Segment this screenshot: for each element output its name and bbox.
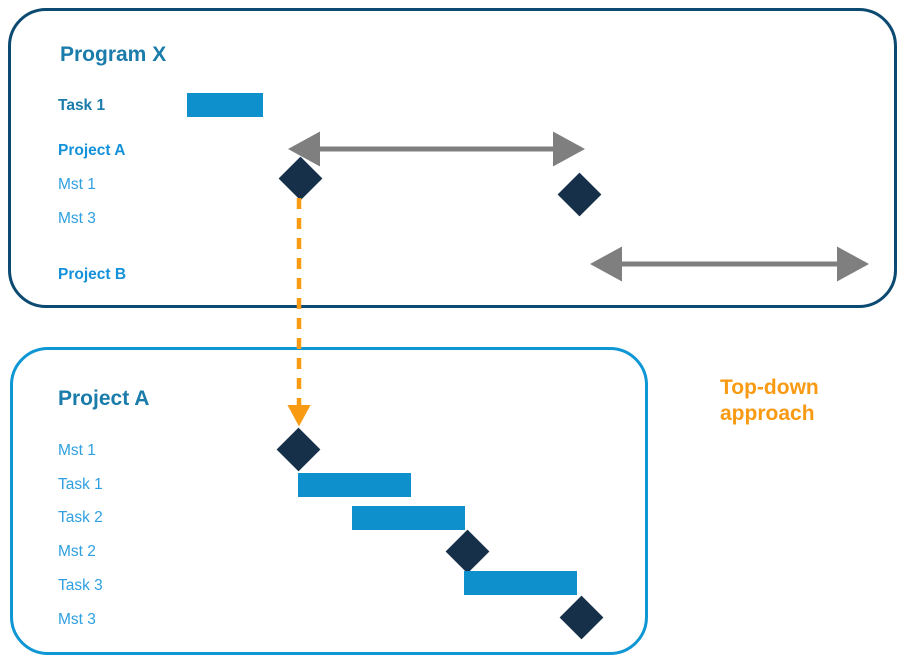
project-row-label-task-2: Task 2: [58, 509, 103, 526]
project-bar-task-1[interactable]: [298, 473, 411, 497]
program-row-label-project-a: Project A: [58, 142, 126, 159]
project-row-label-mst-1: Mst 1: [58, 442, 96, 459]
project-row-label-mst-3: Mst 3: [58, 611, 96, 628]
program-bar-task-1[interactable]: [187, 93, 263, 117]
program-row-label-project-b: Project B: [58, 266, 127, 283]
program-panel-title: Program X: [60, 43, 167, 66]
project-row-label-task-3: Task 3: [58, 577, 103, 594]
program-row-label-mst-3: Mst 3: [58, 210, 96, 227]
project-row-label-task-1: Task 1: [58, 476, 103, 493]
project-row-label-mst-2: Mst 2: [58, 543, 96, 560]
project-bar-task-2[interactable]: [352, 506, 465, 530]
program-row-label-task-1: Task 1: [58, 97, 106, 114]
program-panel: [8, 8, 897, 308]
project-bar-task-3[interactable]: [464, 571, 577, 595]
program-row-label-mst-1: Mst 1: [58, 176, 96, 193]
project-panel: [10, 347, 648, 655]
project-panel-title: Project A: [58, 387, 150, 410]
top-down-approach-annotation: Top-down approach: [720, 376, 819, 425]
